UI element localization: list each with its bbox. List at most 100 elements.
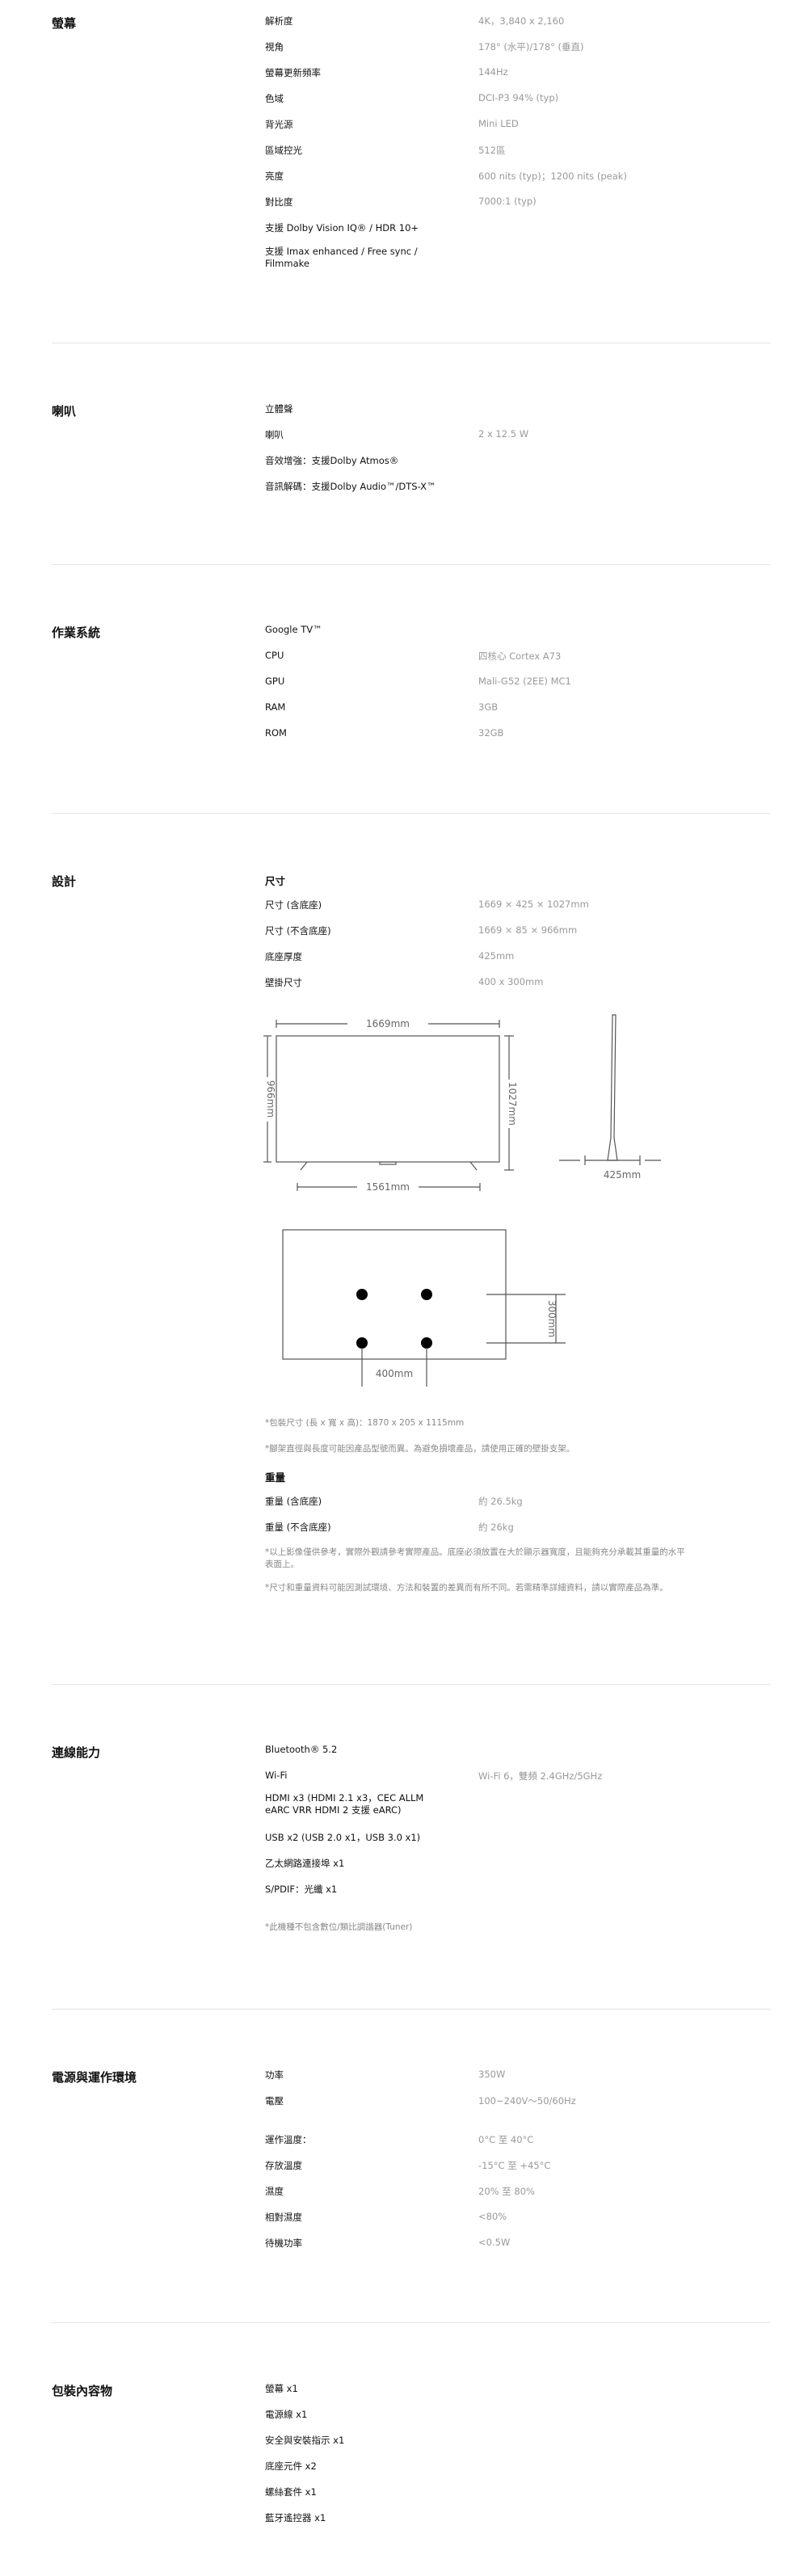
section-divider — [52, 564, 771, 565]
spec-value: <80% — [478, 2211, 507, 2222]
spec-value: 32GB — [478, 727, 504, 739]
spec-value: 4K，3,840 x 2,160 — [478, 15, 565, 27]
box-item: 底座元件 x2 — [265, 2460, 317, 2472]
section-title-speaker: 喇叭 — [52, 404, 77, 419]
section-divider — [52, 2009, 771, 2010]
mount-hole — [421, 1289, 432, 1300]
spec-label: 視角 — [265, 41, 284, 53]
spec-label: 電壓 — [265, 2095, 284, 2107]
spec-value: 350W — [478, 2069, 506, 2080]
spec-label: 相對濕度 — [265, 2212, 302, 2223]
package-size-note: *包裝尺寸 (長 x 寬 x 高)：1870 x 205 x 1115mm — [265, 1418, 465, 1428]
mount-hole — [356, 1289, 368, 1300]
spec-value: 約 26.5kg — [478, 1496, 523, 1507]
spec-value: 1669 × 85 × 966mm — [478, 924, 578, 936]
spec-value: 178° (水平)/178° (垂直) — [478, 41, 584, 53]
spec-label: GPU — [265, 676, 285, 687]
spec-label: 音訊解碼：支援Dolby Audio™/DTS-X™ — [265, 481, 436, 492]
spec-value: -15°C 至 +45°C — [478, 2160, 551, 2171]
size-heading: 尺寸 — [265, 875, 286, 887]
spec-value: 7000:1 (typ) — [478, 196, 537, 207]
spec-label: USB x2 (USB 2.0 x1，USB 3.0 x1) — [265, 1832, 421, 1843]
section-divider — [52, 2322, 771, 2323]
depth-label: 425mm — [604, 1169, 641, 1181]
spec-label: 待機功率 — [265, 2237, 302, 2249]
spec-value: 約 26kg — [478, 1522, 514, 1533]
spec-value: Wi-Fi 6，雙頻 2.4GHz/5GHz — [478, 1770, 603, 1782]
spec-label: 背光源 — [265, 119, 293, 130]
spec-label: 功率 — [265, 2069, 284, 2081]
spec-value: 3GB — [478, 701, 499, 713]
spec-label: 螢幕更新頻率 — [265, 67, 321, 78]
spec-label: HDMI x3 (HDMI 2.1 x3，CEC ALLM eARC VRR H… — [265, 1792, 424, 1816]
spec-value: 100~240V〜50/60Hz — [478, 2095, 576, 2107]
spec-label: RAM — [265, 701, 286, 713]
data-note: *尺寸和重量資料可能因測試環境、方法和裝置的差異而有所不同。若需精準詳細資料，請… — [265, 1583, 668, 1593]
tuner-note: *此機種不包含數位/類比調諧器(Tuner) — [265, 1922, 413, 1932]
spec-value: Mini LED — [478, 118, 519, 129]
section-title-design: 設計 — [52, 874, 77, 889]
spec-label: 喇叭 — [265, 429, 284, 440]
box-item: 電源線 x1 — [265, 2409, 308, 2420]
wall-height-label: 300mm — [546, 1300, 558, 1337]
spec-label: 存放溫度 — [265, 2160, 302, 2171]
spec-label: Bluetooth® 5.2 — [265, 1744, 338, 1755]
spec-value: <0.5W — [478, 2237, 511, 2248]
spec-value: 2 x 12.5 W — [478, 428, 529, 440]
box-item: 螺絲套件 x1 — [265, 2486, 317, 2498]
spec-label: 重量 (含底座) — [265, 1496, 322, 1507]
mount-hole — [421, 1337, 432, 1349]
spec-label: CPU — [265, 650, 284, 661]
spec-label: 亮度 — [265, 170, 284, 182]
spec-label: 支援 Dolby Vision IQ® / HDR 10+ — [265, 222, 419, 234]
section-divider — [52, 813, 771, 814]
tv-dimension-diagram: 1669mm 966mm 1027mm 1561mm 425mm — [263, 1014, 661, 1193]
spec-label: 尺寸 (不含底座) — [265, 925, 331, 937]
spec-label: 解析度 — [265, 15, 293, 27]
spec-label: 區域控光 — [265, 145, 302, 156]
section-title-connectivity: 連線能力 — [52, 1745, 101, 1760]
spec-value: DCI-P3 94% (typ) — [478, 92, 559, 103]
spec-label: 尺寸 (含底座) — [265, 899, 322, 911]
section-divider — [52, 1684, 771, 1685]
height-no-stand-label: 966mm — [265, 1080, 276, 1118]
weight-heading: 重量 — [265, 1471, 286, 1484]
box-item: 螢幕 x1 — [265, 2383, 298, 2394]
spec-value: 400 x 300mm — [478, 976, 544, 987]
image-note: *以上影像僅供參考，實際外觀請參考實際產品。底座必須放置在大於顯示器寬度，且能夠… — [265, 1547, 685, 1569]
spec-label: Wi-Fi — [265, 1770, 288, 1781]
spec-label: 支援 Imax enhanced / Free sync / Filmmake — [265, 246, 418, 269]
spec-value: 0°C 至 40°C — [478, 2134, 534, 2145]
height-stand-label: 1027mm — [507, 1082, 518, 1126]
spec-label: ROM — [265, 727, 287, 739]
section-title-power: 電源與運作環境 — [52, 2070, 137, 2085]
spec-label: S/PDIF：光纖 x1 — [265, 1884, 338, 1895]
box-item: 安全與安裝指示 x1 — [265, 2435, 345, 2446]
spec-label: 對比度 — [265, 196, 293, 208]
mount-hole — [356, 1337, 368, 1349]
spec-label: 底座厚度 — [265, 951, 302, 962]
spec-value: 1669 × 425 × 1027mm — [478, 899, 589, 910]
width-label: 1669mm — [366, 1018, 410, 1029]
spec-label: 乙太網路連接埠 x1 — [265, 1858, 345, 1869]
box-item: 藍牙遙控器 x1 — [265, 2512, 326, 2523]
spec-label: 音效增強：支援Dolby Atmos® — [265, 455, 399, 466]
spec-label: 立體聲 — [265, 403, 293, 415]
spec-value: 600 nits (typ)；1200 nits (peak) — [478, 170, 627, 182]
spec-label: Google TV™ — [265, 624, 322, 635]
stand-note: *腳架直徑與長度可能因產品型號而異。為避免損壞產品，請使用正確的壁掛支架。 — [265, 1444, 575, 1454]
section-title-box: 包裝內容物 — [52, 2384, 113, 2398]
stand-width-label: 1561mm — [366, 1181, 410, 1193]
spec-label: 重量 (不含底座) — [265, 1522, 331, 1533]
spec-value: 四核心 Cortex A73 — [478, 650, 562, 662]
spec-value: 144Hz — [478, 66, 508, 78]
spec-label: 色域 — [265, 93, 284, 104]
section-title-display: 螢幕 — [52, 16, 77, 31]
spec-label: 濕度 — [265, 2186, 284, 2197]
spec-label: 運作溫度： — [265, 2134, 312, 2145]
spec-value: 20% 至 80% — [478, 2186, 535, 2197]
section-title-os: 作業系統 — [52, 625, 101, 640]
spec-value: Mali-G52 (2EE) MC1 — [478, 676, 571, 687]
spec-value: 425mm — [478, 950, 515, 962]
wall-width-label: 400mm — [376, 1368, 413, 1379]
